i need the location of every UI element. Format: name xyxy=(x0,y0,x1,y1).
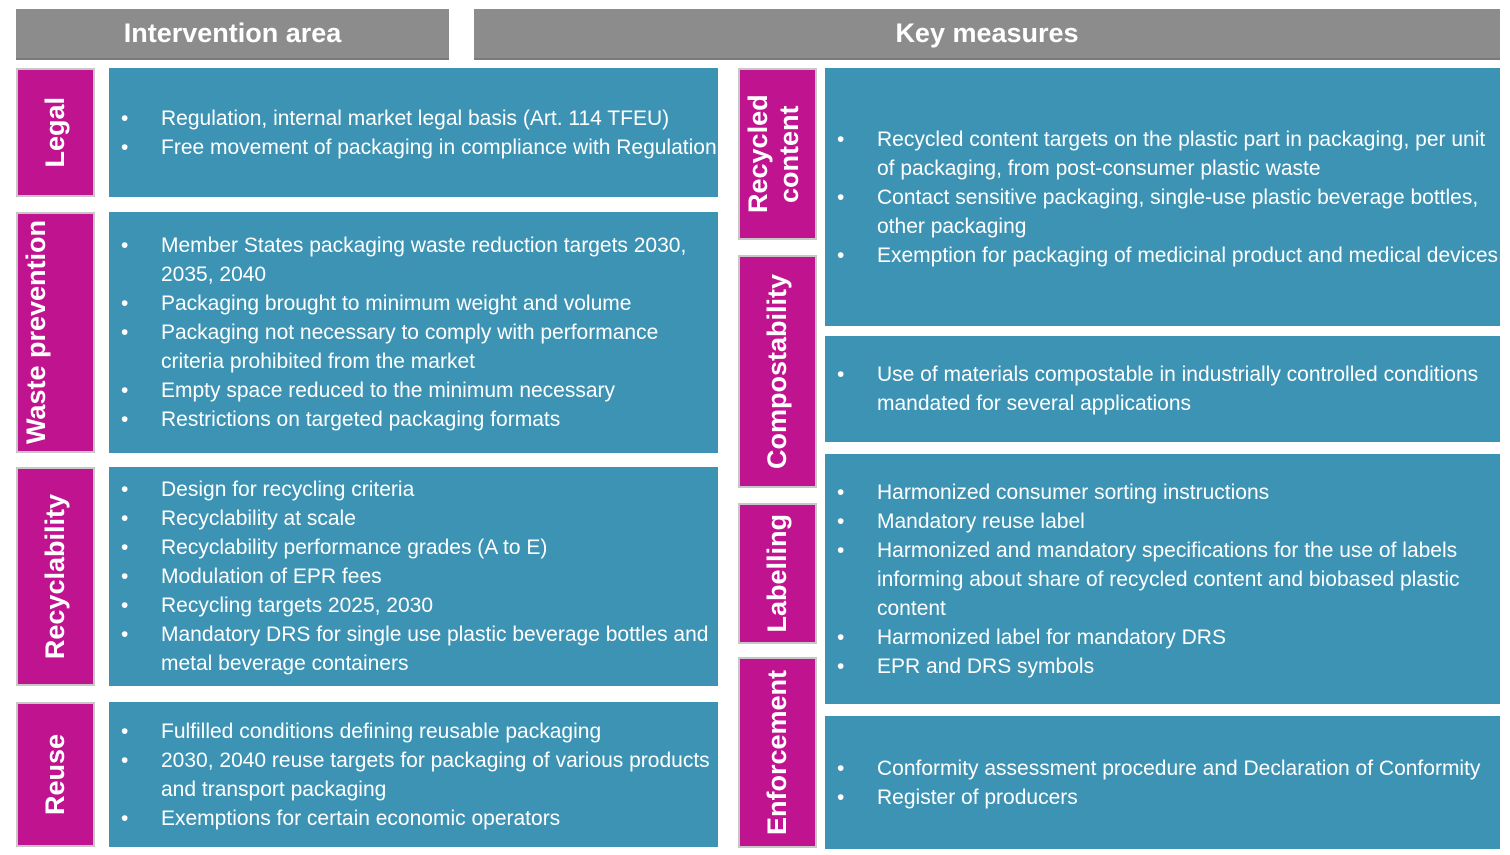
bullet-list-compostability: Use of materials compostable in industri… xyxy=(825,360,1500,418)
bullet-item: Conformity assessment procedure and Decl… xyxy=(825,754,1500,783)
bullet-item: Register of producers xyxy=(825,783,1500,812)
tag-reuse: Reuse xyxy=(16,702,95,847)
tag-recyclability-label: Recyclability xyxy=(40,493,70,660)
bullet-item: Recyclability performance grades (A to E… xyxy=(109,533,718,562)
bullet-item: Member States packaging waste reduction … xyxy=(109,231,718,289)
bullet-item: Design for recycling criteria xyxy=(109,475,718,504)
header-key-measures-label: Key measures xyxy=(895,18,1079,48)
bullet-list-recyclability: Design for recycling criteria Recyclabil… xyxy=(109,475,718,678)
box-labelling: Harmonized consumer sorting instructions… xyxy=(825,454,1500,704)
tag-recycled-content: Recycled content xyxy=(738,68,817,240)
bullet-list-enforcement: Conformity assessment procedure and Decl… xyxy=(825,754,1500,812)
bullet-item: Recycled content targets on the plastic … xyxy=(825,125,1500,183)
bullet-item: Packaging brought to minimum weight and … xyxy=(109,289,718,318)
bullet-list-recycled-content: Recycled content targets on the plastic … xyxy=(825,125,1500,270)
bullet-item: Mandatory DRS for single use plastic bev… xyxy=(109,620,718,678)
box-recyclability: Design for recycling criteria Recyclabil… xyxy=(109,467,718,686)
tag-compostability: Compostability xyxy=(738,255,817,488)
header-intervention-area-label: Intervention area xyxy=(123,18,342,48)
box-waste-prevention: Member States packaging waste reduction … xyxy=(109,212,718,453)
bullet-list-legal: Regulation, internal market legal basis … xyxy=(109,104,718,162)
tag-recycled-content-label: Recycled content xyxy=(742,94,804,214)
tag-waste-prevention: Waste prevention xyxy=(16,212,95,453)
tag-reuse-label: Reuse xyxy=(40,733,70,816)
header-key-measures: Key measures xyxy=(474,9,1500,58)
tag-labelling-label: Labelling xyxy=(762,514,792,633)
bullet-item: Modulation of EPR fees xyxy=(109,562,718,591)
bullet-item: Exemption for packaging of medicinal pro… xyxy=(825,241,1500,270)
tag-labelling: Labelling xyxy=(738,503,817,644)
bullet-item: Use of materials compostable in industri… xyxy=(825,360,1500,418)
bullet-item: Harmonized label for mandatory DRS xyxy=(825,623,1500,652)
tag-enforcement: Enforcement xyxy=(738,657,817,848)
bullet-item: Fulfilled conditions defining reusable p… xyxy=(109,717,718,746)
box-recycled-content: Recycled content targets on the plastic … xyxy=(825,68,1500,326)
box-legal: Regulation, internal market legal basis … xyxy=(109,68,718,197)
tag-legal-label: Legal xyxy=(40,97,70,168)
bullet-item: Harmonized consumer sorting instructions xyxy=(825,478,1500,507)
bullet-item: Restrictions on targeted packaging forma… xyxy=(109,405,718,434)
box-reuse: Fulfilled conditions defining reusable p… xyxy=(109,702,718,847)
bullet-item: Harmonized and mandatory specifications … xyxy=(825,536,1500,623)
bullet-item: Contact sensitive packaging, single-use … xyxy=(825,183,1500,241)
header-intervention-area: Intervention area xyxy=(16,9,449,58)
box-compostability: Use of materials compostable in industri… xyxy=(825,336,1500,442)
bullet-item: Recycling targets 2025, 2030 xyxy=(109,591,718,620)
bullet-item: Regulation, internal market legal basis … xyxy=(109,104,718,133)
tag-legal: Legal xyxy=(16,68,95,197)
tag-compostability-label: Compostability xyxy=(762,273,792,469)
bullet-item: Free movement of packaging in compliance… xyxy=(109,133,718,162)
tag-recyclability: Recyclability xyxy=(16,467,95,686)
bullet-list-labelling: Harmonized consumer sorting instructions… xyxy=(825,478,1500,681)
tag-waste-prevention-label: Waste prevention xyxy=(20,220,51,445)
bullet-item: EPR and DRS symbols xyxy=(825,652,1500,681)
bullet-item: Packaging not necessary to comply with p… xyxy=(109,318,718,376)
bullet-list-reuse: Fulfilled conditions defining reusable p… xyxy=(109,717,718,833)
box-enforcement: Conformity assessment procedure and Decl… xyxy=(825,716,1500,849)
bullet-list-waste-prevention: Member States packaging waste reduction … xyxy=(109,231,718,434)
bullet-item: Exemptions for certain economic operator… xyxy=(109,804,718,833)
bullet-item: Empty space reduced to the minimum neces… xyxy=(109,376,718,405)
bullet-item: Recyclability at scale xyxy=(109,504,718,533)
bullet-item: 2030, 2040 reuse targets for packaging o… xyxy=(109,746,718,804)
bullet-item: Mandatory reuse label xyxy=(825,507,1500,536)
tag-enforcement-label: Enforcement xyxy=(762,669,792,836)
